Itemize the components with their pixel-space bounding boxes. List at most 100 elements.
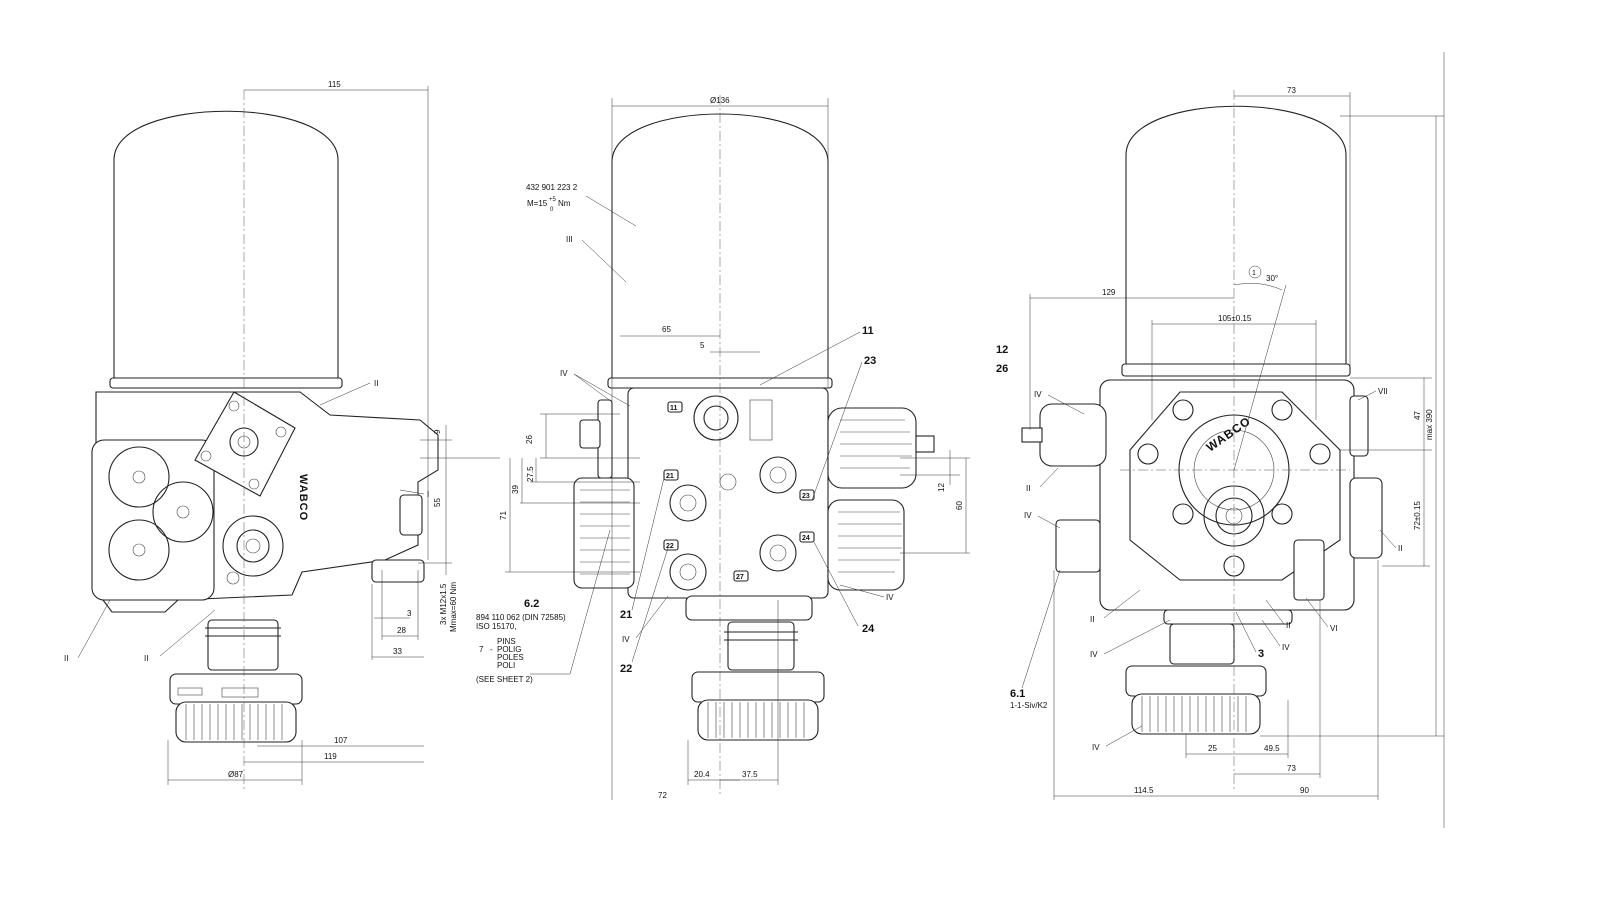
right-heater-neck bbox=[1169, 623, 1235, 665]
ref-22: 22 bbox=[620, 663, 632, 675]
right-roman-ii-2: II bbox=[1090, 615, 1094, 624]
right-dim-73-top: 73 bbox=[1287, 86, 1296, 95]
left-dim-55: 55 bbox=[433, 498, 442, 507]
middle-dim-65: 65 bbox=[662, 325, 671, 334]
left-roman-ii-bl: II bbox=[64, 654, 68, 663]
note-pins-2: POLIG bbox=[497, 645, 521, 654]
note-torque-sup: +5 bbox=[549, 197, 557, 203]
ref-24: 24 bbox=[862, 623, 875, 635]
ref-11: 11 bbox=[862, 325, 874, 337]
middle-tag-23: 23 bbox=[802, 493, 810, 500]
right-canister-rim bbox=[1121, 363, 1351, 377]
middle-dim-60: 60 bbox=[955, 501, 964, 510]
middle-tag-27: 27 bbox=[736, 574, 744, 581]
middle-port-big-top bbox=[693, 395, 739, 441]
middle-dim-12: 12 bbox=[937, 483, 946, 492]
middle-port-bl bbox=[669, 553, 707, 591]
middle-view: 11 21 22 23 24 27 Ø136 65 5 26 27.5 bbox=[476, 95, 970, 800]
right-roman-iv-3: IV bbox=[1090, 650, 1098, 659]
middle-dim-5: 5 bbox=[700, 341, 705, 350]
middle-tag-11: 11 bbox=[670, 405, 678, 412]
note-torque-m: M=15 bbox=[527, 199, 548, 208]
middle-dim-27-5: 27.5 bbox=[526, 466, 535, 482]
right-dim-73-bottom: 73 bbox=[1287, 764, 1296, 773]
right-roman-iv-5: IV bbox=[1282, 643, 1290, 652]
middle-port-right bbox=[759, 456, 797, 494]
left-roman-ii-bm: II bbox=[144, 654, 148, 663]
left-roman-ii-top: II bbox=[374, 379, 378, 388]
left-valve-3 bbox=[108, 519, 170, 581]
note-pins-1: PINS bbox=[497, 637, 516, 646]
left-dim-33: 33 bbox=[393, 647, 402, 656]
right-circle-note: 1 bbox=[1252, 270, 1256, 277]
left-canister bbox=[113, 110, 339, 381]
note-6-1-sub: 1-1-Siv/K2 bbox=[1010, 701, 1048, 710]
middle-tag-24: 24 bbox=[802, 535, 810, 542]
left-dim-107: 107 bbox=[334, 736, 348, 745]
left-heater bbox=[169, 673, 303, 705]
right-dim-90: 90 bbox=[1300, 786, 1309, 795]
right-dim-47: 47 bbox=[1413, 411, 1422, 420]
ref-12: 12 bbox=[996, 344, 1008, 356]
middle-dim-39: 39 bbox=[511, 485, 520, 494]
right-dim-114-5: 114.5 bbox=[1134, 786, 1154, 795]
note-pins-4: POLI bbox=[497, 661, 515, 670]
left-connector bbox=[222, 515, 284, 577]
middle-roman-iv-top: IV bbox=[560, 369, 568, 378]
right-dim-105: 105±0.15 bbox=[1218, 314, 1252, 323]
note-part-number: 432 901 223 2 bbox=[526, 183, 578, 192]
right-roman-vii: VII bbox=[1378, 387, 1388, 396]
left-valve-2 bbox=[152, 481, 214, 543]
middle-tag-22: 22 bbox=[666, 543, 674, 550]
middle-dim-20-4: 20.4 bbox=[694, 770, 710, 779]
note-pins-3: POLES bbox=[497, 653, 524, 662]
right-roman-iv-2: IV bbox=[1024, 511, 1032, 520]
left-dim-28: 28 bbox=[397, 626, 406, 635]
ref-21: 21 bbox=[620, 609, 632, 621]
right-dim-max390: max 390 bbox=[1425, 409, 1434, 440]
note-torque-sub: 0 bbox=[550, 207, 554, 213]
right-roman-ii-1: II bbox=[1026, 484, 1030, 493]
left-dim-9: 9 bbox=[433, 429, 442, 434]
left-canister-rim bbox=[109, 377, 343, 389]
ref-26: 26 bbox=[996, 363, 1008, 375]
left-dim-115: 115 bbox=[328, 80, 341, 89]
middle-roman-iv-bl: IV bbox=[622, 635, 630, 644]
right-angle: 30° bbox=[1266, 274, 1278, 283]
left-valve-block bbox=[91, 439, 215, 601]
right-roman-iv-4: IV bbox=[1092, 743, 1100, 752]
left-dim-119: 119 bbox=[324, 752, 337, 761]
note-connector-ref: 6.2 bbox=[524, 598, 539, 610]
right-dim-129: 129 bbox=[1102, 288, 1116, 297]
right-roman-ii-4: II bbox=[1398, 544, 1402, 553]
right-roman-ii-3: II bbox=[1286, 621, 1290, 630]
middle-port-br bbox=[759, 534, 797, 572]
left-view: WABCO 115 9 55 3 28 33 3x M12x1.5 Mmax=6… bbox=[64, 80, 500, 790]
left-diamond-plate bbox=[194, 391, 296, 497]
middle-port-left bbox=[669, 484, 707, 522]
middle-heater-neck bbox=[727, 621, 795, 671]
note-torque-unit: Nm bbox=[558, 199, 571, 208]
left-valve-1 bbox=[108, 446, 170, 508]
right-view: WABCO 73 129 1 30° 105±0.15 bbox=[996, 52, 1445, 828]
middle-dim-37-5: 37.5 bbox=[742, 770, 758, 779]
right-roman-iv-1: IV bbox=[1034, 390, 1042, 399]
middle-dim-26: 26 bbox=[525, 435, 534, 444]
note-connector-iso: ISO 15170, bbox=[476, 622, 516, 631]
right-roman-vi: VI bbox=[1330, 624, 1338, 633]
left-dim-3: 3 bbox=[407, 609, 412, 618]
middle-tag-21: 21 bbox=[666, 473, 674, 480]
middle-dim-dia136: Ø136 bbox=[710, 96, 730, 105]
note-see-sheet: (SEE SHEET 2) bbox=[476, 675, 533, 684]
middle-heater bbox=[691, 671, 825, 703]
left-thread: 3x M12x1.5 bbox=[439, 583, 448, 625]
right-dim-25: 25 bbox=[1208, 744, 1217, 753]
right-dim-72-tol: 72±0.15 bbox=[1413, 501, 1422, 530]
note-connector-part: 894 110 062 (DIN 72585) bbox=[476, 613, 566, 622]
left-brand: WABCO bbox=[297, 474, 309, 521]
middle-dim-71: 71 bbox=[499, 511, 508, 520]
note-pins-dash: - bbox=[490, 645, 493, 654]
right-heater bbox=[1125, 665, 1267, 697]
right-canister bbox=[1125, 105, 1347, 367]
